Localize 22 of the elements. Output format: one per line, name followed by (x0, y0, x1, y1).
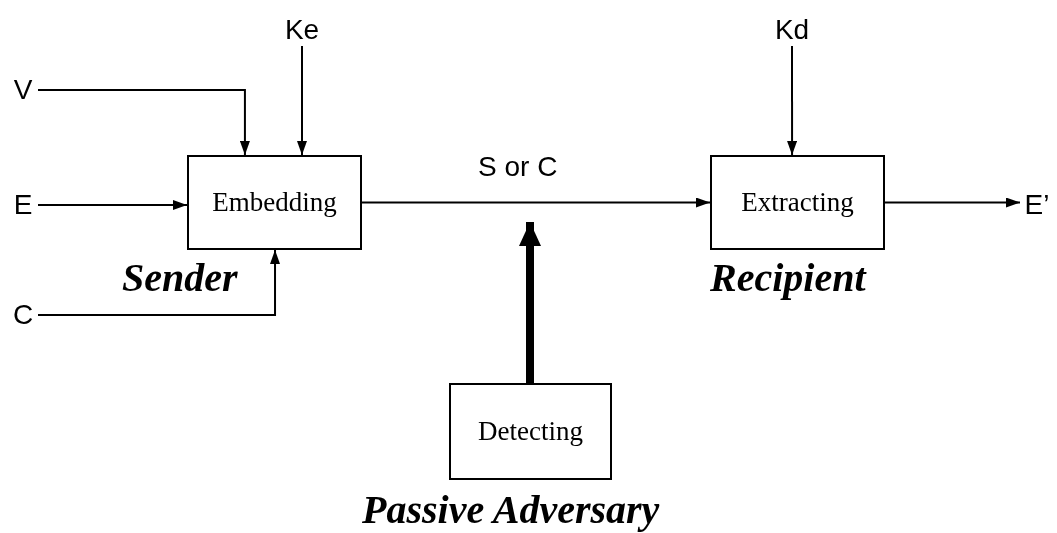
arrow (884, 197, 1021, 208)
input-label: Kd (772, 14, 812, 46)
role-label: Recipient (710, 258, 866, 298)
role-label: Sender (122, 258, 238, 298)
input-label: Ke (282, 14, 322, 46)
arrow (361, 197, 711, 208)
input-label: C (8, 299, 38, 331)
process-box (187, 155, 362, 250)
arrow (37, 89, 250, 156)
arrow (297, 45, 307, 156)
role-label: Passive Adversary (362, 490, 660, 530)
process-box (449, 383, 612, 480)
box-label: Embedding (212, 187, 337, 218)
box-label: Extracting (741, 187, 854, 218)
process-box (710, 155, 885, 250)
arrow (37, 200, 188, 210)
arrow (787, 45, 798, 156)
input-label: E’ (1020, 189, 1054, 221)
input-label: E (8, 189, 38, 221)
arrow (37, 249, 280, 316)
input-label: V (8, 74, 38, 106)
box-label: Detecting (478, 416, 583, 447)
